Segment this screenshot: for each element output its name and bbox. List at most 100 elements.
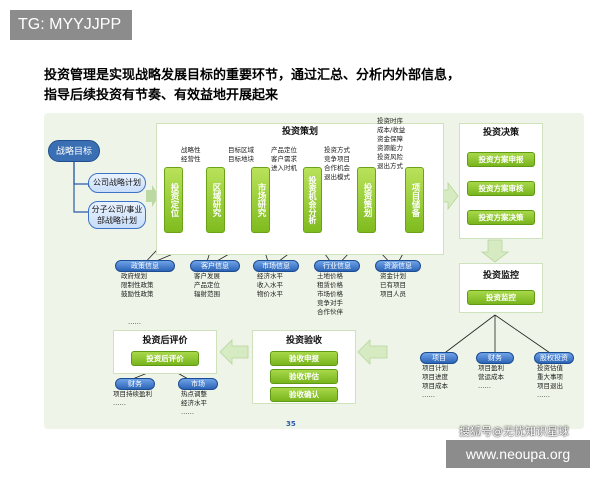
group-lines: 投资估值 重大事项 项目退出 …… [534, 364, 578, 400]
info-resource: 资源信息 资金计划 已有项目 项目人员 [375, 260, 421, 299]
group-lines: 项目持续盈利 …… [113, 390, 165, 408]
page-number: 35 [286, 420, 296, 428]
group-title: 市场 [178, 378, 218, 390]
step-project-reserve: 项目储备 [405, 167, 424, 233]
step-region-research: 区域研究 [206, 167, 225, 233]
note-positioning: 战略性 经营性 [181, 146, 201, 164]
monitor-item: 投资监控 [467, 290, 535, 305]
acceptance-title: 投资验收 [285, 336, 322, 346]
info-title: 行业信息 [314, 260, 360, 272]
info-lines: 资金计划 已有项目 项目人员 [375, 272, 421, 299]
group-title: 财务 [476, 352, 514, 364]
decision-review: 投资方案审核 [467, 181, 535, 196]
info-line: 资金计划 [380, 272, 406, 280]
branch-plan-line-1: 分子公司/事业 [91, 205, 143, 214]
post-eval-title: 投资后评价 [142, 336, 188, 346]
info-market: 市场信息 经济水平 收入水平 物价水平 [253, 260, 299, 299]
planning-title: 投资策划 [281, 127, 318, 137]
info-title: 市场信息 [253, 260, 299, 272]
info-title: 资源信息 [375, 260, 421, 272]
info-line: 市场价格 [317, 290, 343, 298]
info-title: 客户信息 [190, 260, 240, 272]
watermark-sohu: 搜狐号@无忧知识星球 [459, 425, 569, 438]
note-region: 目标区域 目标地块 [228, 146, 254, 164]
group-line: …… [537, 391, 550, 399]
group-line: 经济水平 [181, 399, 207, 407]
group-title: 财务 [115, 378, 155, 390]
post-eval-dots: …… [128, 318, 141, 326]
note-line: 退出方式 [377, 162, 403, 170]
group-line: 项目计划 [422, 364, 448, 372]
note-line: 成本/收益 [377, 126, 406, 134]
watermark-tag: TG: MYYJJPP [10, 10, 132, 40]
group-line: 项目持续盈利 [113, 390, 152, 398]
monitor-group-equity: 股权投资 投资估值 重大事项 项目退出 …… [534, 352, 578, 400]
group-title: 项目 [420, 352, 458, 364]
step-investment-planning: 投资策划 [357, 167, 376, 233]
group-lines: 热点调整 经济水平 …… [178, 390, 228, 417]
group-line: 项目盈利 [478, 364, 504, 372]
heading-line-1: 投资管理是实现战略发展目标的重要环节，通过汇总、分析内外部信息， [44, 68, 461, 83]
info-line: 物价水平 [257, 290, 283, 298]
note-line: 目标区域 [228, 146, 254, 154]
info-line: 鼓励性政策 [121, 290, 154, 298]
note-line: 经营性 [181, 155, 201, 163]
group-line: …… [478, 382, 491, 390]
info-line: 经济水平 [257, 272, 283, 280]
note-line: 投资方式 [324, 146, 350, 154]
info-line: 政府规划 [121, 272, 147, 280]
info-line: 租赁价格 [317, 281, 343, 289]
info-line: 限制性政策 [121, 281, 154, 289]
note-line: 退出模式 [324, 173, 350, 181]
info-line: 合作伙伴 [317, 308, 343, 316]
group-line: 项目进度 [422, 373, 448, 381]
decision-apply: 投资方案申报 [467, 152, 535, 167]
step-positioning: 投资定位 [164, 167, 183, 233]
group-line: 营运成本 [478, 373, 504, 381]
info-line: 竞争对手 [317, 299, 343, 307]
post-eval-market: 市场 热点调整 经济水平 …… [178, 378, 228, 417]
info-lines: 经济水平 收入水平 物价水平 [253, 272, 299, 299]
info-customer: 客户信息 客户发展 产品定位 辐射范围 [190, 260, 240, 299]
step-market-research: 市场研究 [251, 167, 270, 233]
note-line: 投资时序 [377, 117, 403, 125]
group-line: 项目退出 [537, 382, 563, 390]
info-title: 政策信息 [115, 260, 175, 272]
monitor-group-finance: 财务 项目盈利 营运成本 …… [476, 352, 520, 391]
planning-panel [156, 123, 444, 255]
acceptance-apply: 验收申报 [270, 351, 338, 366]
info-lines: 土地价格 租赁价格 市场价格 竞争对手 合作伙伴 [314, 272, 360, 317]
strategy-goal-node: 战略目标 [48, 140, 100, 162]
monitor-group-project: 项目 项目计划 项目进度 项目成本 …… [420, 352, 466, 400]
note-line: 投资风险 [377, 153, 403, 161]
branch-plan-line-2: 部战略计划 [97, 216, 137, 225]
note-line: 产品定位 [271, 146, 297, 154]
group-line: 重大事项 [537, 373, 563, 381]
group-line: …… [181, 408, 194, 416]
info-line: 已有项目 [380, 281, 406, 289]
info-line: 客户发展 [194, 272, 220, 280]
info-policy: 政策信息 政府规划 限制性政策 鼓励性政策 [115, 260, 175, 299]
post-eval-item: 投资后评价 [131, 351, 199, 366]
info-line: 土地价格 [317, 272, 343, 280]
info-line: 产品定位 [194, 281, 220, 289]
group-title: 股权投资 [534, 352, 574, 364]
note-line: 合作机会 [324, 164, 350, 172]
watermark-site: www.neoupa.org [446, 440, 590, 468]
group-line: …… [422, 391, 435, 399]
note-planning: 投资时序 成本/收益 资金保障 资源能力 投资风险 退出方式 [377, 117, 405, 171]
info-line: 项目人员 [380, 290, 406, 298]
note-market: 产品定位 客户需求 进入时机 [271, 146, 297, 173]
note-line: 资金保障 [377, 135, 403, 143]
page-heading: 投资管理是实现战略发展目标的重要环节，通过汇总、分析内外部信息， 指导后续投资有… [44, 66, 484, 106]
group-line: 项目成本 [422, 382, 448, 390]
group-line: 投资估值 [537, 364, 563, 372]
decision-approve: 投资方案决策 [467, 210, 535, 225]
group-lines: 项目盈利 营运成本 …… [476, 364, 520, 391]
info-lines: 客户发展 产品定位 辐射范围 [190, 272, 240, 299]
group-line: …… [113, 399, 126, 407]
post-eval-finance: 财务 项目持续盈利 …… [113, 378, 165, 408]
note-line: 目标地块 [228, 155, 254, 163]
note-line: 资源能力 [377, 144, 403, 152]
decision-title: 投资决策 [482, 128, 519, 138]
